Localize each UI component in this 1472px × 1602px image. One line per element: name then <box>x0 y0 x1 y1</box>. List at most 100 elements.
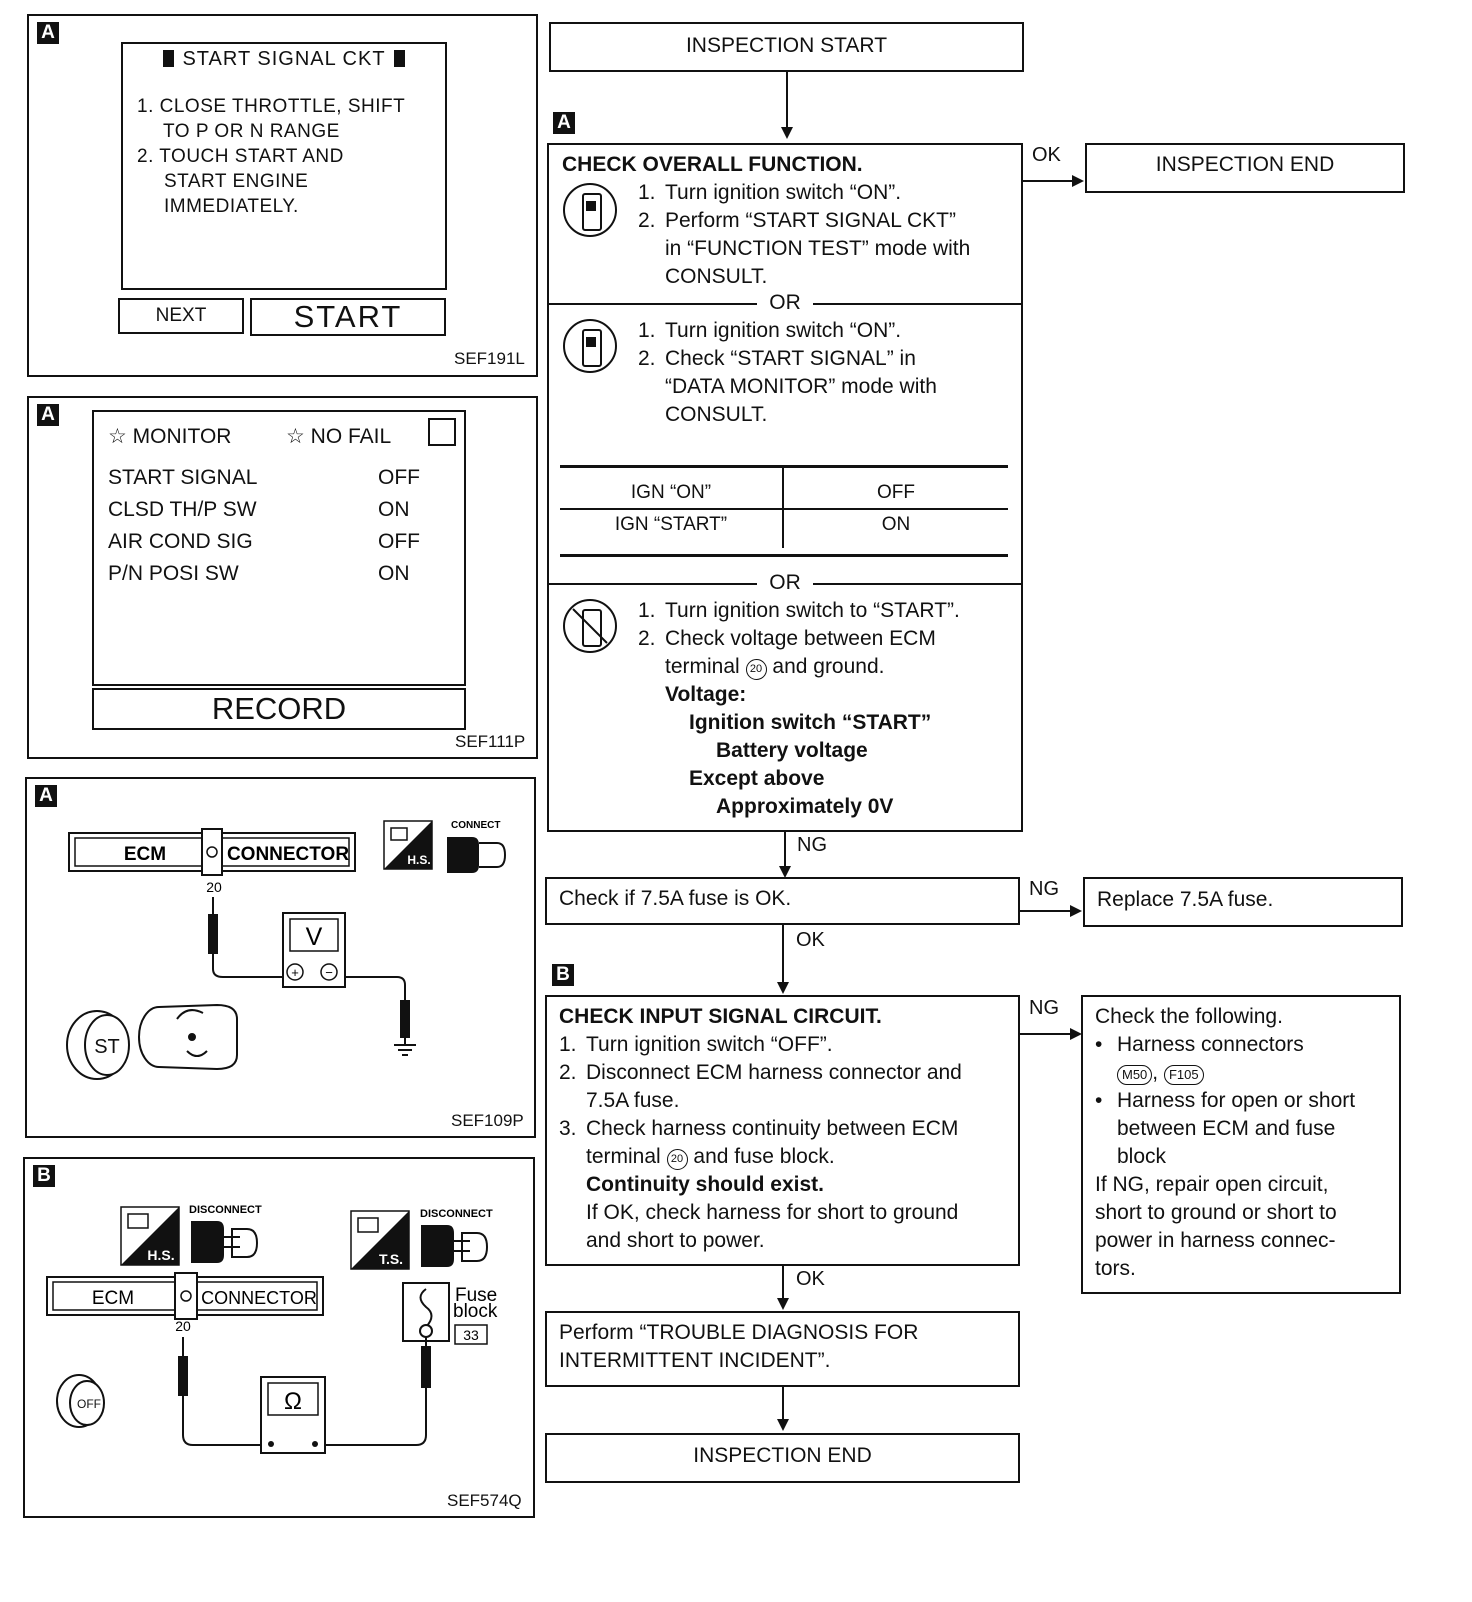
figure-code: SEF574Q <box>447 1491 522 1510</box>
figure-code: SEF111P <box>455 732 526 751</box>
step-text: and short to power. <box>586 1229 765 1252</box>
start-button[interactable]: START <box>250 298 446 336</box>
step-text: and ground. <box>772 655 885 678</box>
ecm-label: ECM <box>92 1288 134 1309</box>
inspection-end-box: INSPECTION END <box>1085 143 1405 193</box>
replace-fuse-box: Replace 7.5A fuse. <box>1083 877 1403 927</box>
step-number: 1. <box>638 181 656 204</box>
step-text: Turn ignition switch “OFF”. <box>586 1033 833 1056</box>
voltmeter: V + − <box>282 912 346 988</box>
monitor-rows: START SIGNAL OFF CLSD TH/P SW ON AIR COND … <box>108 462 438 590</box>
spec-condition: Ignition switch “START” <box>689 711 932 734</box>
panel-letter: A <box>37 404 59 426</box>
screen-title: START SIGNAL CKT <box>123 48 445 71</box>
signal-table: IGN “ON” OFF IGN “START” ON <box>560 465 1008 557</box>
hood-switch-icon: H.S. <box>120 1206 180 1266</box>
item-name: AIR COND SIG <box>108 530 253 553</box>
connector-id: F105 <box>1163 1065 1204 1085</box>
step-number: 1. <box>638 319 656 342</box>
step-text: Disconnect ECM harness connector and <box>586 1061 962 1084</box>
no-consult-icon <box>563 599 617 653</box>
flow-arrowhead <box>777 1298 789 1310</box>
step-number: 1. <box>137 96 154 117</box>
meter-label: V <box>306 923 323 951</box>
next-button[interactable]: NEXT <box>118 298 244 334</box>
step-text: IMMEDIATELY. <box>164 196 299 217</box>
inspection-end-box: INSPECTION END <box>545 1433 1020 1483</box>
step-number: 2. <box>638 627 656 650</box>
repair-text: short to ground or short to <box>1095 1201 1337 1224</box>
no-fail-checkbox[interactable] <box>428 418 456 446</box>
item-name: CLSD TH/P SW <box>108 498 257 521</box>
monitor-header: ☆ MONITOR <box>108 424 231 449</box>
flow-arrow-line <box>1020 910 1071 912</box>
step-text: Check voltage between ECM <box>665 627 936 650</box>
fuse-block-icon: Fuse block 33 <box>402 1282 498 1345</box>
step-text: 7.5A fuse. <box>586 1089 680 1112</box>
connector-label: CONNECTOR <box>227 844 349 865</box>
ok-label: OK <box>796 929 825 951</box>
disconnect-icon: DISCONNECT <box>420 1208 493 1267</box>
step-text: Check harness continuity between ECM <box>586 1117 959 1140</box>
fuse-label: Fuse <box>455 1285 497 1306</box>
check-input-title: CHECK INPUT SIGNAL CIRCUIT. <box>559 1005 882 1028</box>
check-overall-function-box: CHECK OVERALL FUNCTION. 1.Turn ignition … <box>547 143 1023 832</box>
ng-label: NG <box>1029 878 1059 900</box>
continuity-check-panel: B H.S. DISCONNECT T.S. DISCONNECT <box>23 1157 535 1518</box>
connect-label: CONNECT <box>451 820 500 831</box>
item-name: START SIGNAL <box>108 466 258 489</box>
title-block-icon <box>393 50 405 67</box>
flow-arrowhead <box>1070 1028 1082 1040</box>
disconnect-label: DISCONNECT <box>420 1208 493 1220</box>
repair-text: If NG, repair open circuit, <box>1095 1173 1329 1196</box>
flow-arrow-line <box>1020 1033 1071 1035</box>
ohmmeter: Ω <box>260 1376 326 1454</box>
disconnect-icon: DISCONNECT <box>189 1204 262 1263</box>
bullet-text: Harness connectors <box>1117 1033 1304 1056</box>
terminal-circle: 20 <box>745 659 767 680</box>
step-text: Turn ignition switch to “START”. <box>665 599 960 622</box>
continuity-check-diagram: H.S. DISCONNECT T.S. DISCONNECT <box>46 1204 498 1454</box>
item-value: OFF <box>378 466 420 489</box>
table-divider <box>560 508 1008 510</box>
step-number: 3. <box>559 1117 577 1140</box>
step-letter-a: A <box>553 112 575 134</box>
spec-condition: Except above <box>689 767 825 790</box>
table-value: ON <box>881 514 911 535</box>
meter-label: Ω <box>284 1388 302 1415</box>
or-label: OR <box>757 289 813 317</box>
step-text: If OK, check harness for short to ground <box>586 1201 959 1224</box>
screen-title-text: START SIGNAL CKT <box>182 48 386 70</box>
hood-switch-icon: H.S. <box>383 820 433 870</box>
voltage-check-steps: 1.Turn ignition switch to “START”. 2.Che… <box>638 597 1018 821</box>
record-button[interactable]: RECORD <box>92 688 466 730</box>
or-label: OR <box>757 569 813 597</box>
separator: , <box>1152 1061 1159 1084</box>
ng-label: NG <box>1029 997 1059 1019</box>
panel-letter: B <box>33 1165 55 1187</box>
hs-label: H.S. <box>147 1247 174 1263</box>
svg-text:+: + <box>291 965 299 980</box>
step-text: and fuse block. <box>693 1145 835 1168</box>
title-block-icon <box>163 50 175 67</box>
step-text: CONSULT. <box>665 265 768 288</box>
step-text: CONSULT. <box>665 403 768 426</box>
ignition-key-icon: ST <box>66 1010 130 1080</box>
start-signal-ckt-panel: A START SIGNAL CKT 1. CLOSE THROTTLE, SH… <box>27 14 538 377</box>
flow-arrowhead <box>1070 905 1082 917</box>
voltage-label: Voltage: <box>665 683 747 706</box>
terminal-number: 20 <box>175 1318 191 1334</box>
item-value: ON <box>378 562 410 585</box>
item-name: P/N POSI SW <box>108 562 239 585</box>
test-leads <box>178 1337 431 1446</box>
step-number: 1. <box>559 1033 577 1056</box>
repair-text: power in harness connec- <box>1095 1229 1336 1252</box>
screen-instructions: 1. CLOSE THROTTLE, SHIFT TO P OR N RANGE… <box>137 94 405 219</box>
step-text: terminal <box>586 1145 661 1168</box>
flow-arrow-line <box>782 1387 784 1421</box>
voltage-check-diagram: ECM CONNECTOR 20 V + − <box>66 820 507 1080</box>
spec-value: Approximately 0V <box>716 795 894 818</box>
ecm-connector: ECM CONNECTOR <box>68 828 356 876</box>
connector-label: CONNECTOR <box>201 1288 317 1308</box>
